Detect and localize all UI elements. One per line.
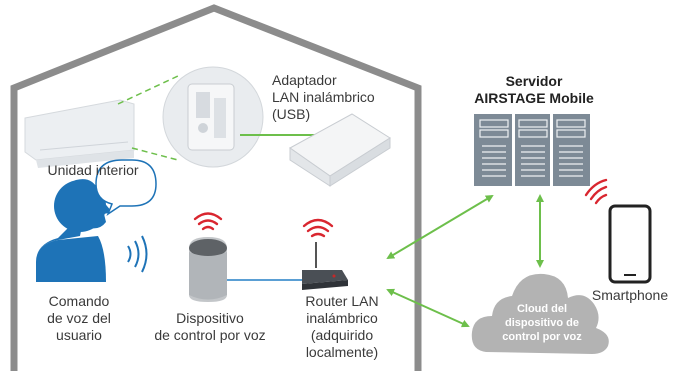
label-cloud: Cloud del dispositivo de control por voz: [502, 303, 582, 343]
voice-waves-icon: [127, 235, 148, 273]
lan-adapter-icon: [289, 113, 391, 187]
speech-bubble: [95, 159, 157, 216]
label-lan-adapter: Adaptador LAN inalámbrico (USB): [272, 72, 375, 122]
label-voice-device: Dispositivo de control por voz: [154, 310, 266, 343]
adapter-zoom-icon: [162, 66, 264, 168]
cloud-shape: [471, 273, 609, 354]
label-indoor-unit: Unidad interior: [47, 162, 139, 178]
label-smartphone: Smartphone: [591, 287, 669, 303]
wifi-smartphone-icon: [584, 178, 608, 205]
zoom-line-top: [117, 75, 179, 105]
label-router: Router LAN inalámbrico (adquirido localm…: [305, 293, 379, 360]
house-outline: [10, 4, 422, 371]
person-speaking-icon: [36, 179, 112, 282]
server-icon: [474, 114, 590, 186]
wifi-voice-device-icon: [193, 212, 223, 231]
voice-device-icon: [189, 237, 227, 302]
indoor-unit-icon: [24, 99, 135, 168]
router-icon: [302, 242, 348, 290]
wifi-router-icon: [302, 218, 334, 238]
arrow-router-cloud: [386, 288, 470, 328]
smartphone-icon: [608, 204, 652, 284]
label-server: Servidor AIRSTAGE Mobile: [474, 73, 594, 106]
zoom-line-bottom: [131, 147, 179, 161]
label-voice-command: Comando de voz del usuario: [47, 293, 111, 343]
arrow-router-server: [386, 194, 494, 260]
